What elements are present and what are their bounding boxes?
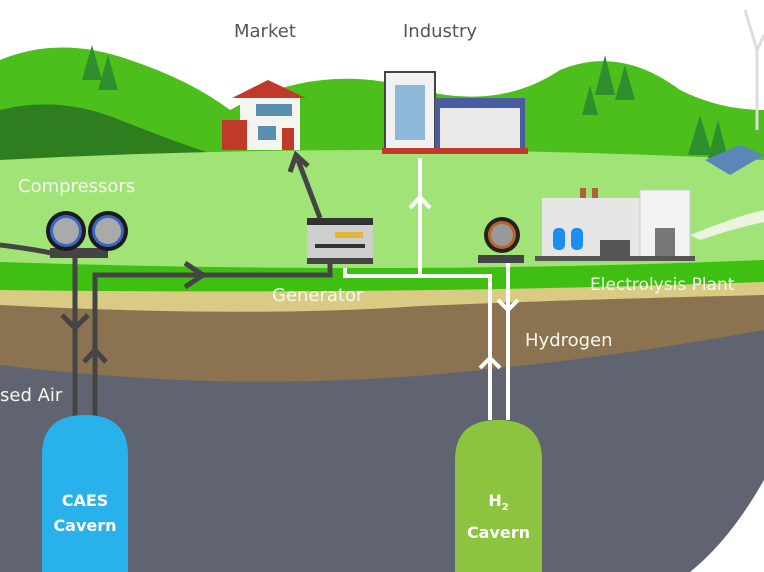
h2-symbol: H [488,491,502,510]
generator-icon [307,218,373,264]
h2-cavern-line1: H2 [455,488,542,520]
hydrogen-compressor-icon [478,217,524,263]
h2-cavern-label: H2 Cavern [455,488,542,545]
hydrogen-pipes [343,158,520,420]
caes-cavern [42,415,128,572]
h2-cavern-line2: Cavern [466,523,531,543]
rock-layer [0,330,764,572]
industry-building-icon [382,71,528,154]
h2-subscript: 2 [501,502,509,514]
market-label: Market [234,21,296,42]
market-house-icon [222,80,306,150]
tree-icon [82,45,728,158]
compressor-icon [46,211,128,258]
industry-label: Industry [403,21,478,42]
h2-cavern [455,420,542,572]
wind-turbine-icon [743,9,764,130]
caes-cavern-line2: Cavern [53,516,117,535]
dark-hill [0,104,215,160]
caes-cavern-label: CAES Cavern [42,488,128,538]
generator-label: Generator [272,285,364,306]
compressors-label: Compressors [18,176,136,197]
caes-cavern-line1: CAES [61,491,109,510]
solar-panel-icon [705,145,764,175]
compressed-air-label: sed Air [0,385,63,406]
electrolysis-plant-label: Electrolysis Plant [590,275,735,295]
hydrogen-label: Hydrogen [525,330,613,351]
electrolysis-plant-icon [535,188,695,261]
